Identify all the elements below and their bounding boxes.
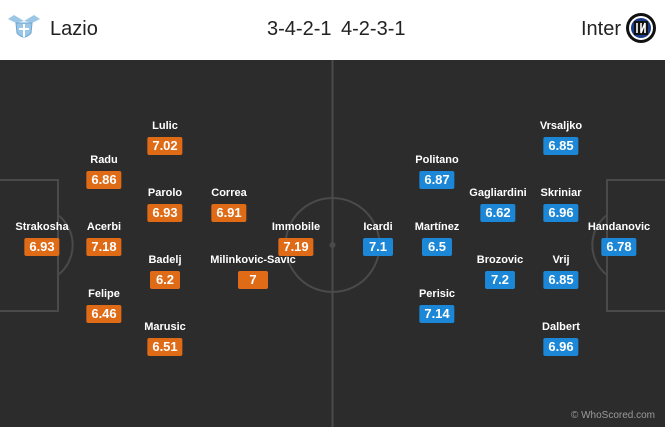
player-name: Lulic [152,120,178,132]
player-rating-badge: 6.46 [86,305,122,323]
away-formation: 4-2-3-1 [341,18,406,40]
match-header: Lazio 3-4-2-1 4-2-3-1 Inter [0,0,665,60]
player-name: Marusic [144,321,186,333]
player-name: Strakosha [15,221,69,233]
player-name: Icardi [363,221,393,233]
player-rating-badge: 7 [238,271,268,289]
lazio-crest-icon [8,15,40,38]
player-rating-badge: 6.93 [147,204,183,222]
copyright-text: © WhoScored.com [570,410,655,421]
player-name: Badelj [148,254,182,266]
player-name: Correa [211,187,247,199]
player-rating-badge: 6.5 [422,238,452,256]
player-rating-badge: 7.2 [485,271,515,289]
player-name: Felipe [88,288,120,300]
player-rating-badge: 7.02 [147,137,183,155]
player-name: Handanovic [587,221,651,233]
player-name: Vrsaljko [539,120,583,132]
player-name: Politano [415,154,459,166]
player-name: Skriniar [540,187,582,199]
player-rating-badge: 6.62 [480,204,516,222]
player-rating-badge: 6.86 [86,171,122,189]
player-rating-badge: 6.51 [147,338,183,356]
inter-crest-icon [626,13,656,43]
player-name: Immobile [271,221,321,233]
player-rating-badge: 7.18 [86,238,122,256]
player-rating-badge: 7.14 [419,305,455,323]
player-name: Dalbert [542,321,580,333]
player-rating-badge: 6.93 [24,238,60,256]
away-team-name: Inter [580,18,621,40]
player-name: Parolo [147,187,183,199]
player-rating-badge: 6.91 [211,204,247,222]
player-name: Perisic [418,288,456,300]
player-rating-badge: 6.85 [543,271,579,289]
player-name: Brozovic [476,254,524,266]
player-name: Martínez [414,221,460,233]
player-rating-badge: 6.96 [543,338,579,356]
home-team-name: Lazio [50,18,98,40]
player-rating-badge: 7.19 [278,238,314,256]
player-rating-badge: 6.87 [419,171,455,189]
player-rating-badge: 6.78 [601,238,637,256]
player-rating-badge: 7.1 [363,238,393,256]
home-formation: 3-4-2-1 [267,18,332,40]
player-name: Milinkovic-Savic [210,254,296,266]
player-rating-badge: 6.85 [543,137,579,155]
player-rating-badge: 6.2 [150,271,180,289]
player-name: Vrij [552,254,570,266]
player-rating-badge: 6.96 [543,204,579,222]
player-name: Gagliardini [469,187,527,199]
player-name: Acerbi [86,221,122,233]
player-name: Radu [90,154,118,166]
